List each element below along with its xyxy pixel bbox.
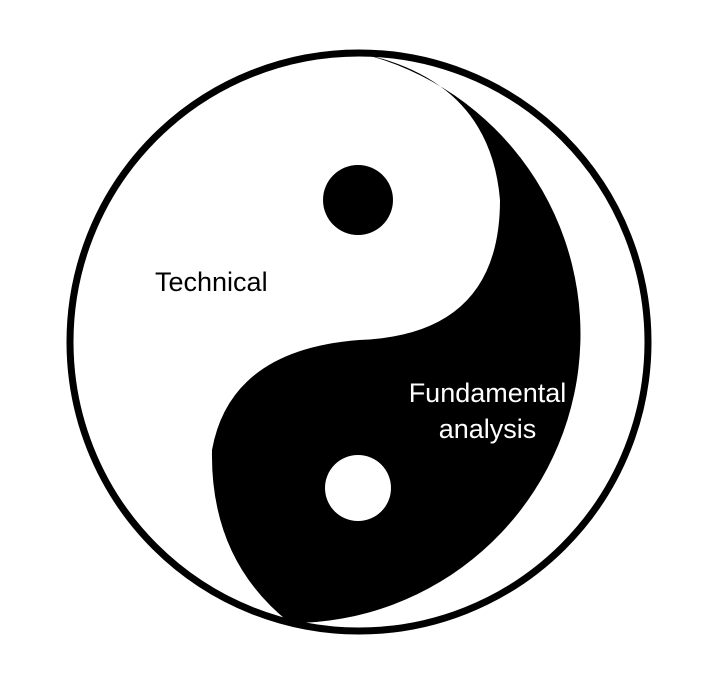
fundamental-label-line2: analysis xyxy=(438,414,537,444)
yang-dot xyxy=(325,455,391,521)
fundamental-analysis-label: Fundamental analysis xyxy=(380,375,595,447)
fundamental-label-line1: Fundamental xyxy=(408,378,567,408)
outer-ring xyxy=(66,49,652,635)
yin-half xyxy=(211,53,581,624)
yin-dot xyxy=(323,165,393,235)
technical-label: Technical xyxy=(155,267,268,297)
